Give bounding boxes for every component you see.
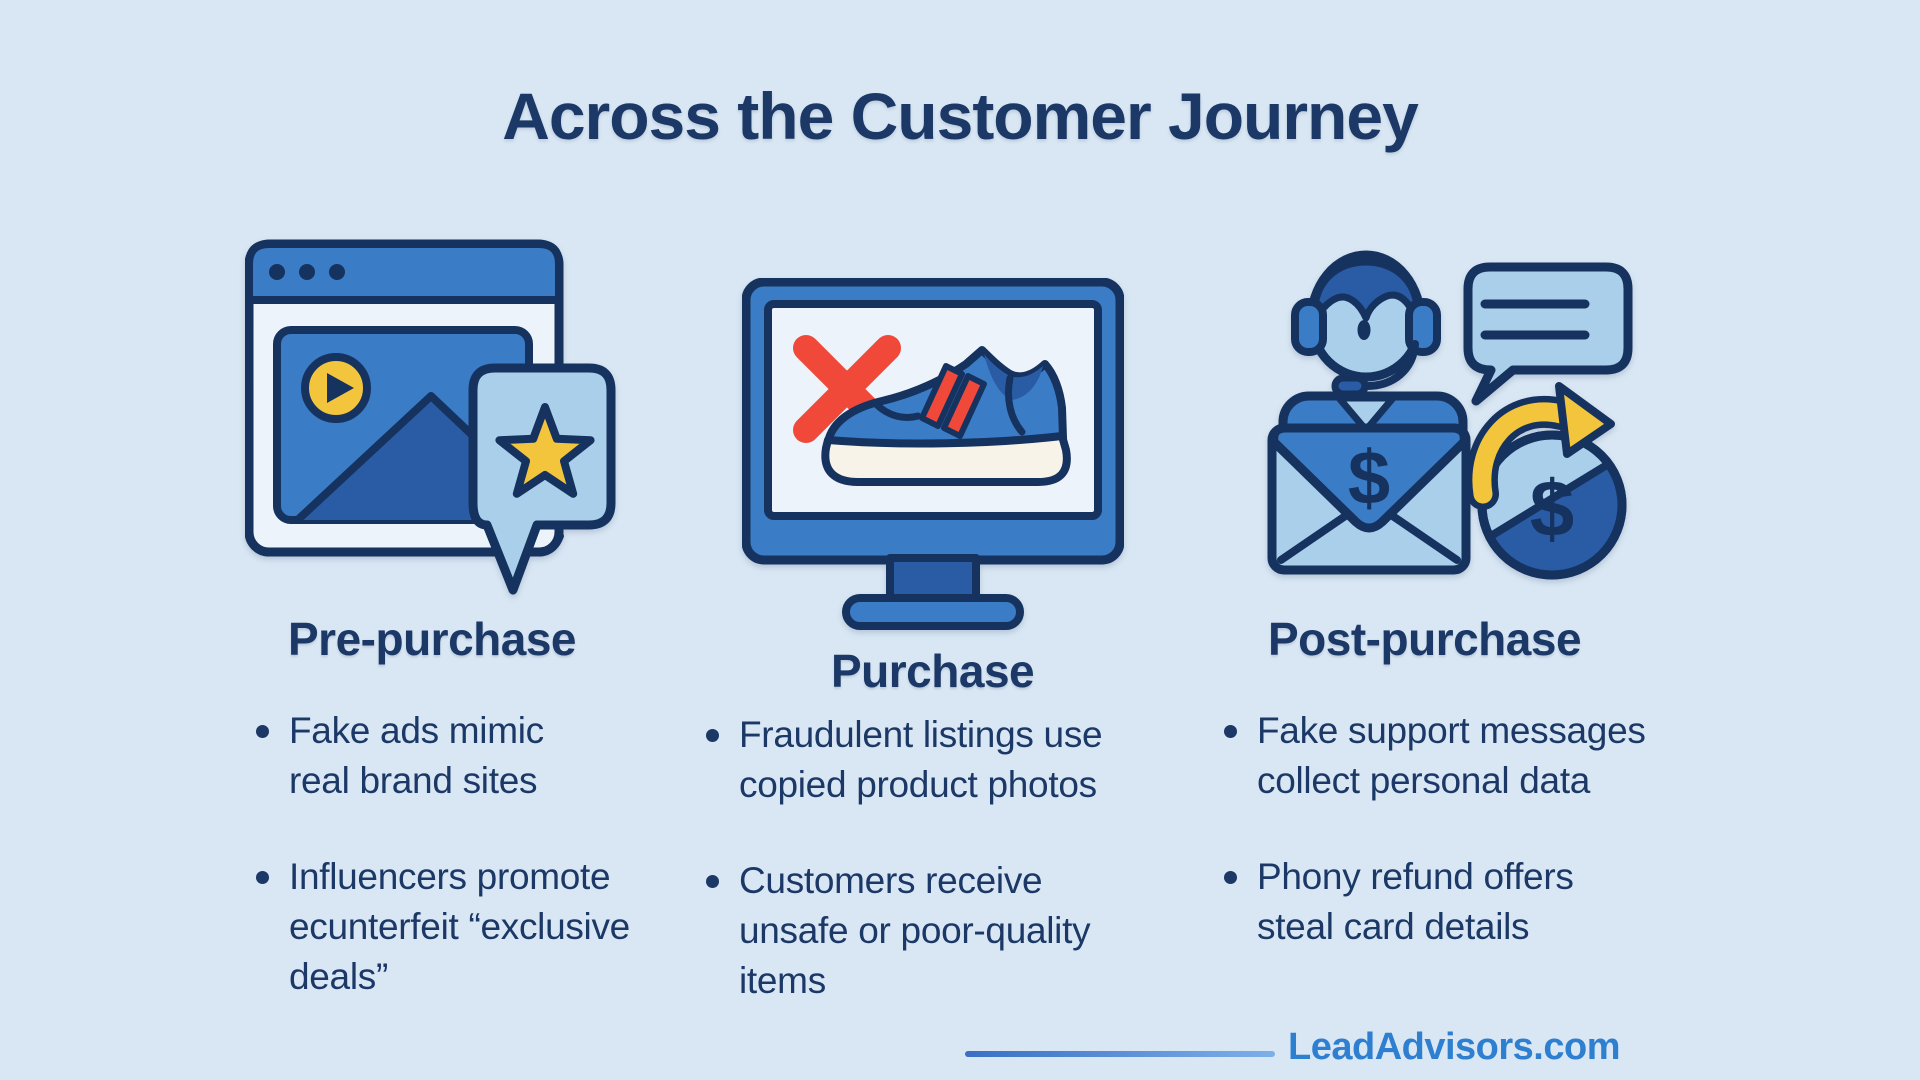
browser-window-icon <box>245 239 564 557</box>
counterfeit-sneaker-monitor-icon <box>742 278 1124 630</box>
list-item: Fraudulent listings use copied product p… <box>706 710 1166 810</box>
bullet-text: Phony refund offers steal card details <box>1257 856 1574 947</box>
list-item: Fake support messages collect personal d… <box>1224 706 1704 806</box>
sneaker-icon <box>821 346 1071 486</box>
accent-curl <box>540 533 564 554</box>
bullet-text: Fake ads mimic real brand sites <box>289 710 544 801</box>
bullet-dot <box>706 729 719 742</box>
refund-arrow-icon: $ <box>1465 382 1627 580</box>
bullet-dot <box>256 871 269 884</box>
list-item: Fake ads mimic real brand sites <box>256 706 656 806</box>
list-item: Phony refund offers steal card details <box>1224 852 1704 952</box>
star-review-bubble-icon <box>468 363 616 595</box>
bullet-list-pre-purchase: Fake ads mimic real brand sites Influenc… <box>256 706 656 1002</box>
bullet-dot <box>1224 871 1237 884</box>
bullet-dot <box>706 875 719 888</box>
bullet-text: Influencers promote ecunterfeit “exclusi… <box>289 856 630 997</box>
column-heading-post-purchase: Post-purchase <box>1268 613 1582 665</box>
bullet-dot <box>1224 725 1237 738</box>
bullet-text: Fake support messages collect personal d… <box>1257 710 1646 801</box>
dollar-sign: $ <box>1348 436 1390 521</box>
dollar-sign: $ <box>1530 464 1575 553</box>
bullet-list-post-purchase: Fake support messages collect personal d… <box>1224 706 1704 952</box>
bullet-text: Customers receive unsafe or poor-quality… <box>739 860 1091 1001</box>
footer-divider-line <box>965 1051 1275 1057</box>
column-heading-pre-purchase: Pre-purchase <box>288 613 577 665</box>
page-title: Across the Customer Journey <box>502 79 1419 153</box>
bullet-list-purchase: Fraudulent listings use copied product p… <box>706 710 1166 1006</box>
column-heading-purchase: Purchase <box>831 645 1035 697</box>
play-button-icon <box>301 353 371 423</box>
brand-wordmark: LeadAdvisors.com <box>1288 1026 1621 1068</box>
browser-dots-icon <box>269 264 345 280</box>
support-scam-cluster-icon: $ $ <box>1267 250 1633 580</box>
star-icon <box>495 403 595 498</box>
list-item: Customers receive unsafe or poor-quality… <box>706 856 1166 1006</box>
list-item: Influencers promote ecunterfeit “exclusi… <box>256 852 656 1002</box>
bullet-dot <box>256 725 269 738</box>
fake-ad-browser-icon <box>245 239 616 595</box>
money-envelope-icon: $ <box>1267 423 1471 575</box>
chat-bubble-icon <box>1463 262 1633 406</box>
bullet-text: Fraudulent listings use copied product p… <box>739 714 1103 805</box>
